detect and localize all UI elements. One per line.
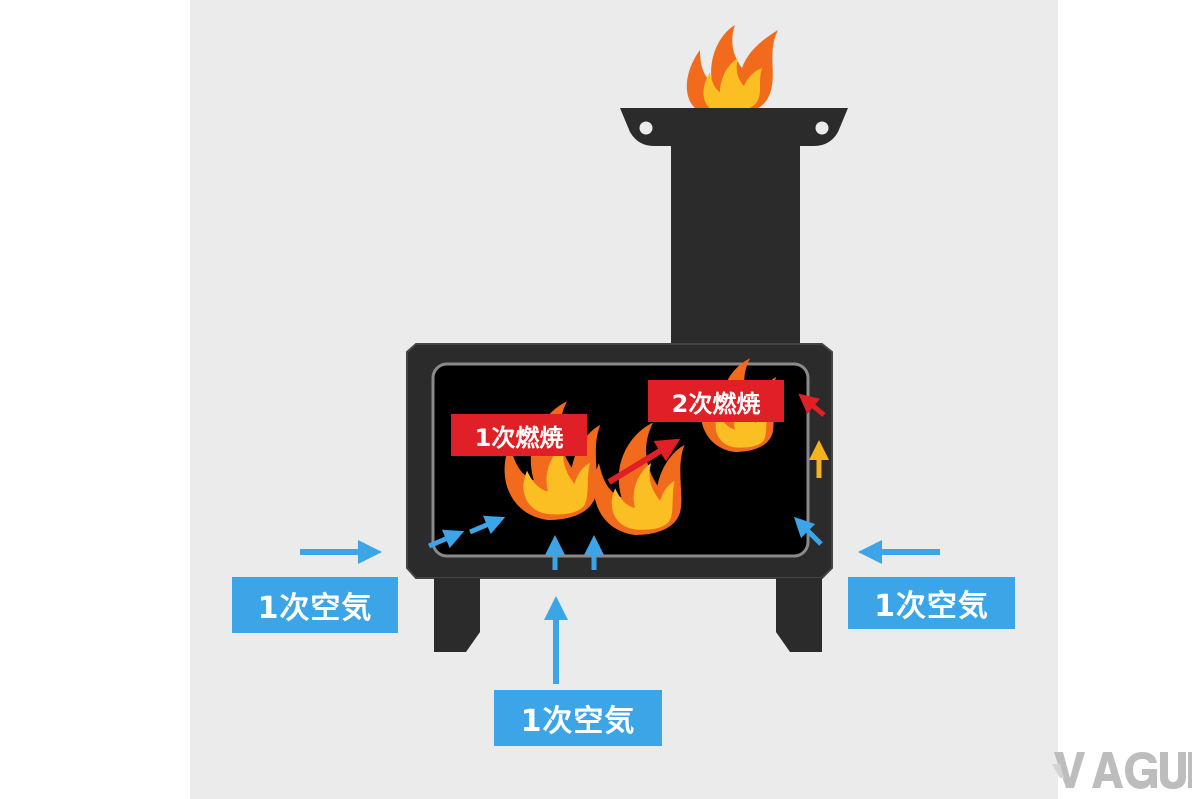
left-leg [434, 578, 480, 652]
chimney-cap [620, 108, 848, 146]
outer-air-arrows [300, 540, 940, 684]
chimney-flame [686, 25, 778, 112]
primary-air-label-bottom: 1次空気 [494, 690, 662, 746]
primary-air-label-right: 1次空気 [848, 577, 1015, 629]
chimney [671, 140, 800, 345]
inner-air-arrows [428, 515, 823, 570]
vague-logo [1052, 752, 1192, 789]
secondary-flow-arrows [607, 393, 826, 485]
secondary-combustion-label: 2次燃焼 [648, 380, 784, 422]
primary-combustion-label: 1次燃焼 [451, 414, 587, 456]
primary-air-label-left: 1次空気 [232, 577, 398, 633]
right-leg [776, 578, 822, 652]
